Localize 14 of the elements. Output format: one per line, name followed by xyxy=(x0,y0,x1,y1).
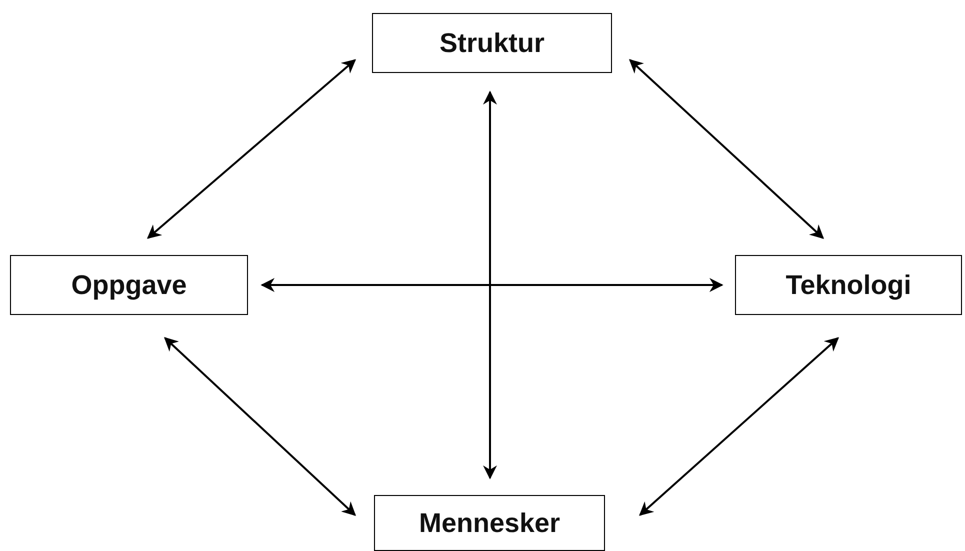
double-arrow xyxy=(483,90,497,480)
box-label: Mennesker xyxy=(418,508,560,538)
box-label: Struktur xyxy=(439,28,544,58)
double-arrow xyxy=(260,278,724,292)
double-arrow xyxy=(164,337,356,516)
concept-box xyxy=(10,255,248,315)
box-label: Oppgave xyxy=(71,270,187,300)
double-arrow xyxy=(628,59,824,239)
double-arrow xyxy=(146,59,356,239)
concept-box xyxy=(374,495,605,551)
concept-box xyxy=(372,13,612,73)
box-label: Teknologi xyxy=(786,270,912,300)
double-arrow xyxy=(638,337,840,516)
concept-box xyxy=(735,255,962,315)
